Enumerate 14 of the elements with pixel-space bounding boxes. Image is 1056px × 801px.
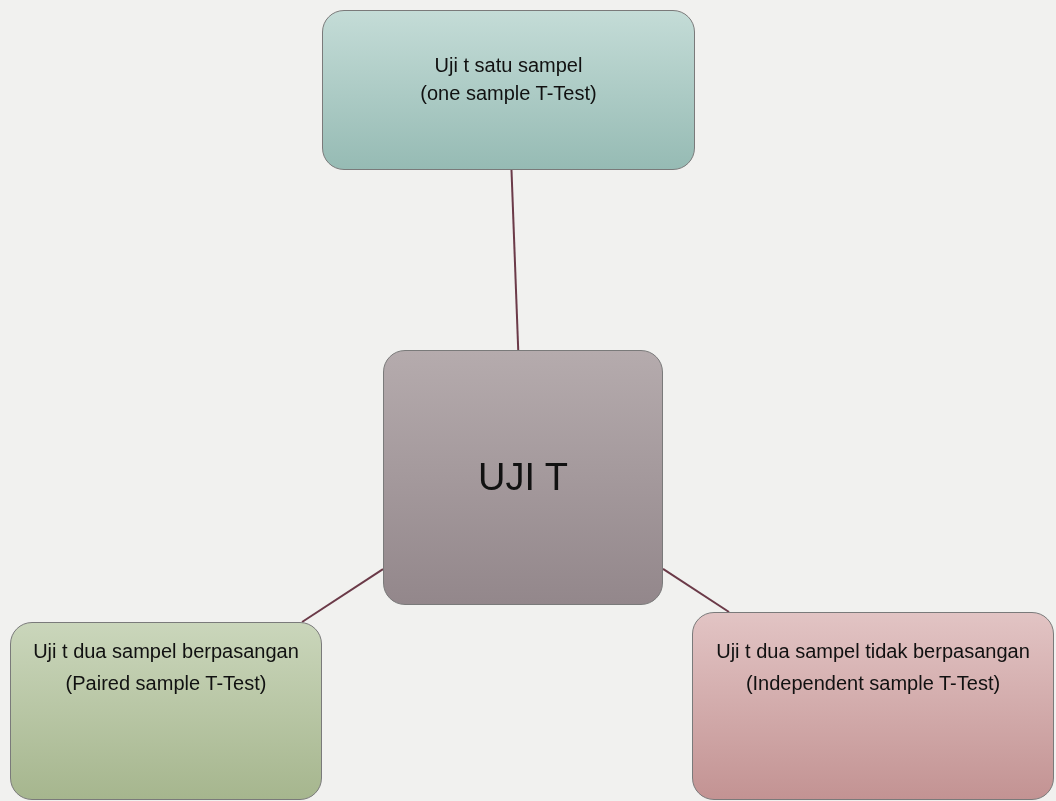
connector-line	[662, 567, 730, 613]
rounded-box	[322, 10, 695, 170]
box-label: (one sample T-Test)	[420, 81, 597, 105]
box-label: (Paired sample T-Test)	[65, 671, 267, 695]
box-label: Uji t satu sampel	[434, 53, 583, 77]
connector-line	[301, 568, 384, 623]
box-label: Uji t dua sampel berpasangan	[33, 639, 299, 663]
box-label: UJI T	[477, 454, 569, 500]
connector-line	[510, 169, 520, 351]
rounded-box	[692, 612, 1054, 800]
box-label: (Independent sample T-Test)	[745, 671, 1001, 695]
box-label: Uji t dua sampel tidak berpasangan	[716, 639, 1030, 663]
rounded-box	[383, 350, 663, 605]
rounded-box	[10, 622, 322, 800]
